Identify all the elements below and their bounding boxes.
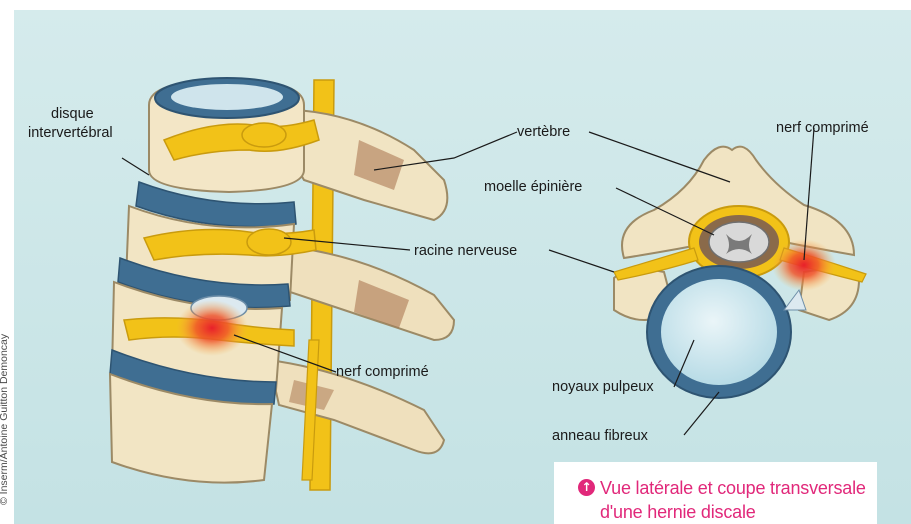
- label-nerf-comprime-right: nerf comprimé: [776, 120, 869, 136]
- caption-text: Vue latérale et coupe transversale d'une…: [600, 476, 867, 524]
- label-anneau-fibreux: anneau fibreux: [552, 428, 649, 444]
- label-noyaux-pulpeux: noyaux pulpeux: [552, 379, 654, 395]
- label-intervertebral: intervertébral: [28, 125, 113, 141]
- pain-spot-left: [176, 300, 248, 356]
- caption-box: ↑ Vue latérale et coupe transversale d'u…: [554, 462, 877, 524]
- arrow-up-circle-icon: ↑: [578, 479, 595, 496]
- photo-credit: © Inserm/Antoine Guitton Demoncay: [0, 285, 11, 505]
- label-vertebre: vertèbre: [517, 124, 570, 140]
- label-nerf-comprime-left: nerf comprimé: [336, 364, 429, 380]
- label-disque: disque: [51, 106, 94, 122]
- label-racine-nerveuse: racine nerveuse: [414, 243, 517, 259]
- label-moelle-epiniere: moelle épinière: [484, 179, 582, 195]
- illustration-panel: disque intervertébral vertèbre nerf comp…: [14, 10, 911, 524]
- anatomy-illustration: disque intervertébral vertèbre nerf comp…: [14, 10, 911, 524]
- pain-spot-right: [772, 239, 836, 291]
